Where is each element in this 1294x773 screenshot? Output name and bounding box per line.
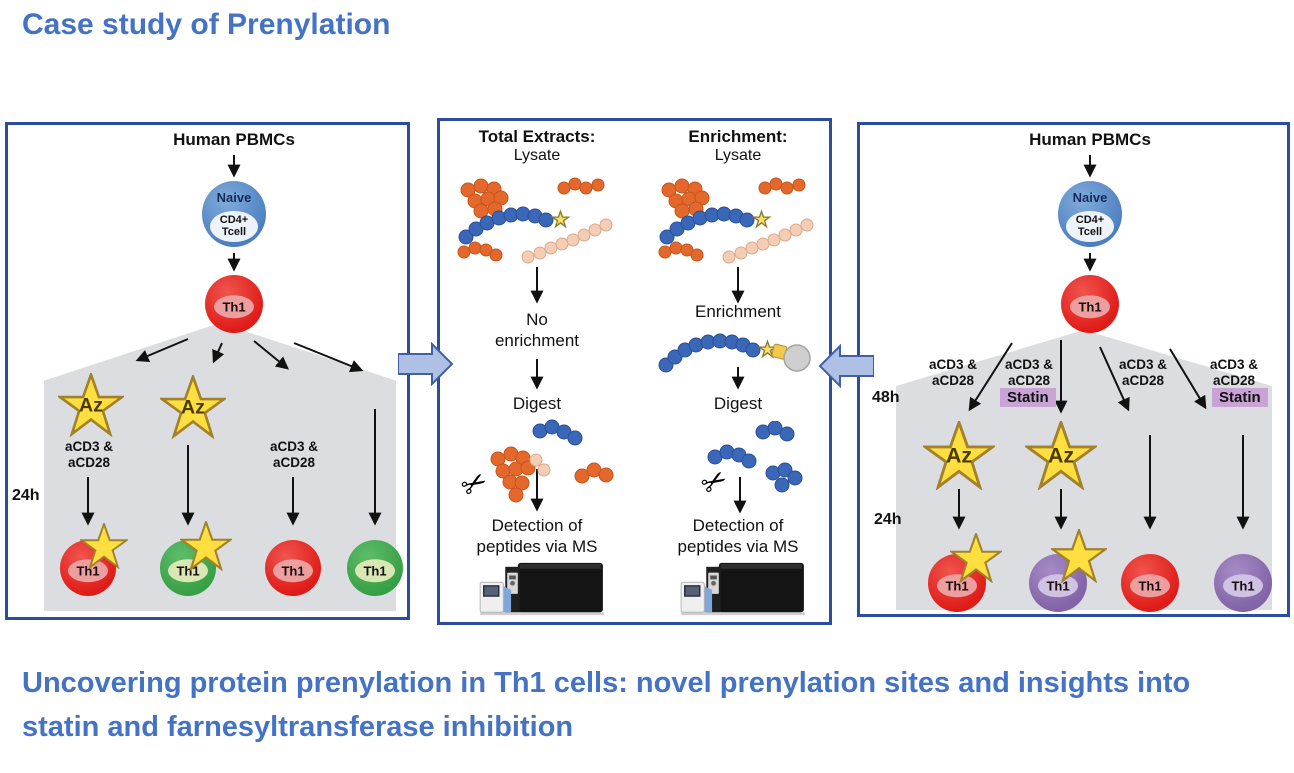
svg-text:Az: Az: [79, 395, 103, 417]
digested-peptides-graphic: [490, 419, 614, 503]
th1-result-cell: Th1: [347, 540, 403, 596]
naive-cd4-tcell: Naive CD4+ Tcell: [202, 181, 266, 247]
no-enrichment-label: No enrichment: [494, 310, 580, 351]
stimulation-label: aCD3 & aCD28: [928, 357, 977, 389]
th1-result-cell: Th1: [1121, 554, 1179, 612]
timepoint-48h: 48h: [872, 389, 900, 406]
stimulation-label: aCD3 & aCD28: [1209, 357, 1258, 389]
detection-label: Detection of peptides via MS: [677, 516, 799, 557]
cd4-tcell-label: CD4+ Tcell: [210, 211, 258, 242]
naive-label: Naive: [1072, 190, 1108, 205]
stimulation-label: aCD3 & aCD28: [269, 439, 318, 471]
lysate-label: Lysate: [513, 147, 561, 164]
total-extracts-header: Total Extracts:: [478, 127, 596, 146]
enrichment-header: Enrichment:: [688, 127, 788, 146]
th1-result-cell: Th1: [265, 540, 321, 596]
flow-lines: [81, 155, 382, 526]
cd4-tcell-label: CD4+ Tcell: [1066, 211, 1114, 242]
th1-label: Th1: [273, 559, 313, 583]
svg-text:Az: Az: [181, 397, 205, 419]
svg-text:Az: Az: [1048, 443, 1074, 468]
timepoint-24h: 24h: [874, 511, 902, 528]
statin-badge: Statin: [1000, 388, 1056, 407]
th1-result-cell: Th1: [1214, 554, 1272, 612]
digest-label: Digest: [512, 394, 562, 413]
mass-spectrometer-icon: [680, 562, 805, 616]
th1-label: Th1: [355, 559, 395, 583]
flow-arrow-left-icon: [818, 344, 874, 388]
label-star-icon: [1051, 529, 1107, 582]
th1-label: Th1: [1223, 574, 1263, 598]
detection-label: Detection of peptides via MS: [476, 516, 598, 557]
naive-cd4-tcell: Naive CD4+ Tcell: [1058, 181, 1122, 247]
th1-label: Th1: [1038, 574, 1078, 598]
th1-label: Th1: [937, 574, 977, 598]
stimulation-label: aCD3 & aCD28: [1118, 357, 1167, 389]
lysate-proteins-graphic: [658, 177, 814, 264]
th1-cell: Th1: [205, 275, 263, 333]
lysate-label: Lysate: [714, 147, 762, 164]
svg-text:Az: Az: [946, 443, 972, 468]
panel-ms-workflow: Total Extracts: Lysate Enrichment: Lysat…: [437, 118, 832, 625]
enriched-protein-bead-graphic: [658, 333, 811, 373]
stimulation-label: aCD3 & aCD28: [64, 439, 113, 471]
enrichment-label: Enrichment: [695, 302, 781, 321]
azide-star-icon: Az: [1025, 421, 1097, 489]
th1-label: Th1: [1130, 574, 1170, 598]
azide-star-icon: Az: [58, 373, 124, 436]
stimulation-label: aCD3 & aCD28: [1004, 357, 1053, 389]
th1-cell: Th1: [1061, 275, 1119, 333]
panel-azide-24h-experiment: Human PBMCs Naive CD4+ Tcell Th1 Az Az a…: [5, 122, 410, 620]
label-star-icon: [80, 523, 128, 569]
label-star-icon: [950, 533, 1002, 582]
flow-lines: [530, 267, 747, 514]
label-star-icon: [180, 521, 232, 570]
statin-badge: Statin: [1212, 388, 1268, 407]
th1-label: Th1: [1070, 295, 1110, 319]
panel-header: Human PBMCs: [173, 130, 295, 149]
th1-label: Th1: [214, 295, 254, 319]
th1-label: Th1: [68, 559, 108, 583]
timepoint-24h: 24h: [12, 487, 40, 504]
panel-statin-48h-experiment: Human PBMCs Naive CD4+ Tcell Th1 aCD3 & …: [857, 122, 1290, 617]
mass-spectrometer-icon: [479, 562, 604, 616]
digested-peptides-graphic: [707, 421, 803, 493]
azide-star-icon: Az: [923, 421, 995, 489]
digest-label: Digest: [713, 394, 763, 413]
page-title: Case study of Prenylation: [22, 8, 391, 41]
panel-header: Human PBMCs: [1029, 130, 1151, 149]
naive-label: Naive: [216, 190, 252, 205]
flow-lines: [952, 155, 1250, 530]
th1-result-cell: Th1: [928, 554, 986, 612]
lysate-proteins-graphic: [457, 177, 613, 264]
azide-star-icon: Az: [160, 375, 226, 438]
figure-caption: Uncovering protein prenylation in Th1 ce…: [22, 667, 1191, 743]
flow-arrow-right-icon: [398, 342, 454, 386]
